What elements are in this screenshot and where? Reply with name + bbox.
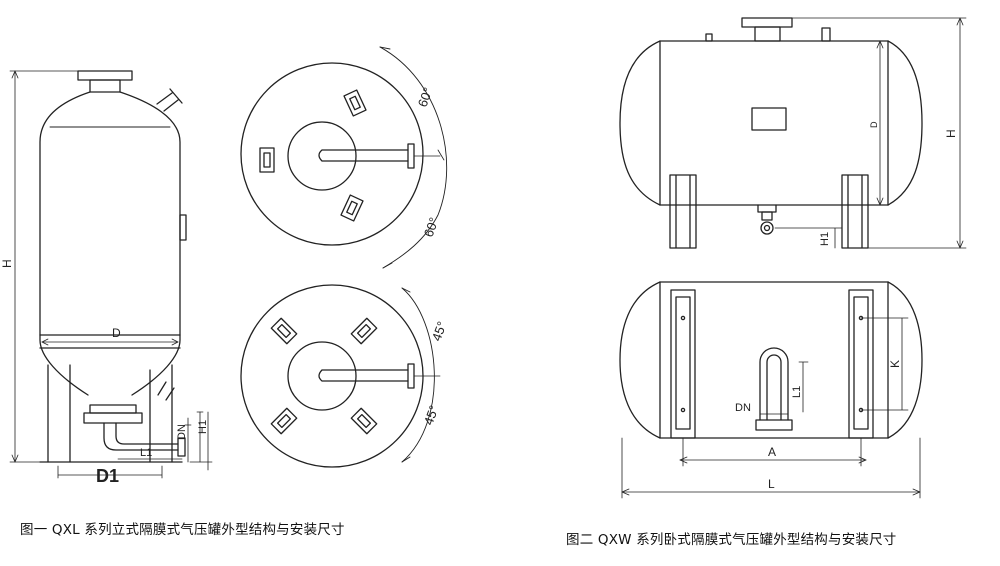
figure2-caption: 图二 QXW 系列卧式隔膜式气压罐外型结构与安装尺寸 [566, 532, 897, 548]
top-view-60-degree [240, 46, 448, 269]
fig2-label-dn: DN [735, 402, 751, 414]
bottom-view-45-degree [240, 284, 441, 468]
fig1-label-h: H [0, 259, 14, 268]
fig2-label-l: L [768, 477, 775, 491]
fig2-label-k: K [888, 360, 902, 368]
fig2-label-h: H [944, 129, 958, 138]
fig1-label-d: D [112, 326, 121, 340]
fig2-label-h1: H1 [819, 232, 831, 246]
fig1-label-dn: DN [176, 424, 188, 440]
horizontal-tank-side-view [619, 17, 967, 249]
fig2-label-d: D [869, 121, 879, 128]
fig2-label-l1: L1 [791, 386, 803, 398]
fig1-label-d1: D1 [96, 466, 119, 486]
angle-45-lower: 45° [421, 403, 442, 427]
horizontal-tank-plan-view [619, 281, 923, 499]
fig1-label-l1: L1 [140, 447, 152, 459]
angle-60-upper: 60° [415, 85, 436, 109]
angle-60-lower: 60° [421, 215, 442, 239]
fig1-label-h1: H1 [197, 420, 209, 434]
vertical-tank-side-view [9, 70, 213, 479]
fig2-label-a: A [768, 445, 776, 459]
angle-45-upper: 45° [429, 319, 450, 343]
figure1-caption: 图一 QXL 系列立式隔膜式气压罐外型结构与安装尺寸 [20, 522, 345, 538]
